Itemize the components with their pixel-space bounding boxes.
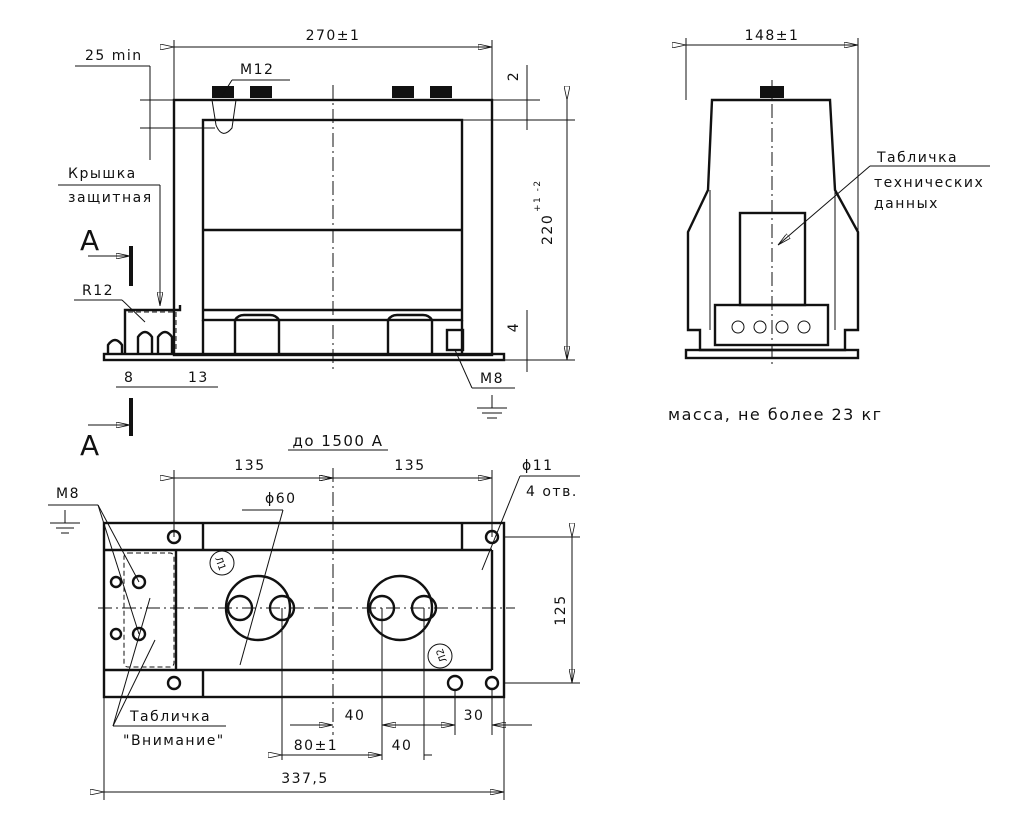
side-view: 148±1 Табличка технических данных <box>686 28 990 365</box>
front-view: 270±1 25 min M12 2 220 +1 -2 4 Крышка за… <box>58 28 575 462</box>
thread-ground-label: M8 <box>480 371 504 387</box>
foot-left <box>233 313 281 355</box>
terminal-bolts <box>211 86 452 134</box>
ground-bolt <box>445 328 465 352</box>
dim-135-left: 135 <box>234 458 265 474</box>
dim-height-tolerance: +1 -2 <box>533 179 543 212</box>
dim-40-bottom: 40 <box>392 738 413 754</box>
dim-125: 125 <box>553 594 569 625</box>
protective-cover <box>123 305 182 355</box>
dim-min-gap: 25 min <box>85 48 143 64</box>
plate-label-line1: Табличка <box>876 150 958 166</box>
cover-label-line1: Крышка <box>68 166 137 182</box>
plate-label-line3: данных <box>874 196 939 212</box>
marker-l1: Л1 <box>212 555 227 572</box>
dim-side-width: 148±1 <box>745 28 800 44</box>
base-plate <box>102 352 506 362</box>
base-outline <box>102 521 506 699</box>
dim-40-top: 40 <box>345 708 366 724</box>
dim-top: 2 <box>506 71 522 81</box>
dim-bottom: 4 <box>506 322 522 332</box>
thread-top-label: M12 <box>240 62 274 78</box>
side-body <box>686 98 860 352</box>
bore-diameter: ϕ60 <box>265 491 297 507</box>
dim-8: 8 <box>124 370 134 386</box>
bottom-view: до 1500 А Л1 Л2 135 135 ϕ11 4 отв. M8 ϕ6… <box>48 432 580 800</box>
foot-right <box>386 313 434 355</box>
ground-icon <box>50 510 80 534</box>
warning-label-line1: Табличка <box>129 709 211 725</box>
marker-l2: Л2 <box>435 647 450 664</box>
radius-label: R12 <box>82 283 114 299</box>
section-mark-bottom: A <box>80 429 99 462</box>
bottom-thread-ground: M8 <box>56 486 80 502</box>
hole-count: 4 отв. <box>526 484 578 500</box>
view-title: до 1500 А <box>292 432 383 450</box>
dim-height: 220 <box>540 214 556 245</box>
dim-80: 80±1 <box>294 738 338 754</box>
cover-label-line2: защитная <box>68 190 153 206</box>
ground-icon <box>477 395 507 419</box>
dim-135-right: 135 <box>394 458 425 474</box>
dim-30: 30 <box>464 708 485 724</box>
section-mark-top: A <box>80 224 99 257</box>
dim-total: 337,5 <box>281 771 329 787</box>
primary-terminal-l2 <box>366 574 438 642</box>
hole-diameter: ϕ11 <box>522 458 554 474</box>
dim-width: 270±1 <box>306 28 361 44</box>
warning-plate <box>123 552 175 668</box>
dim-13: 13 <box>188 370 209 386</box>
warning-label-line2: "Внимание" <box>123 733 225 749</box>
plate-label-line2: технических <box>874 175 984 191</box>
mass-note: масса, не более 23 кг <box>668 405 883 424</box>
